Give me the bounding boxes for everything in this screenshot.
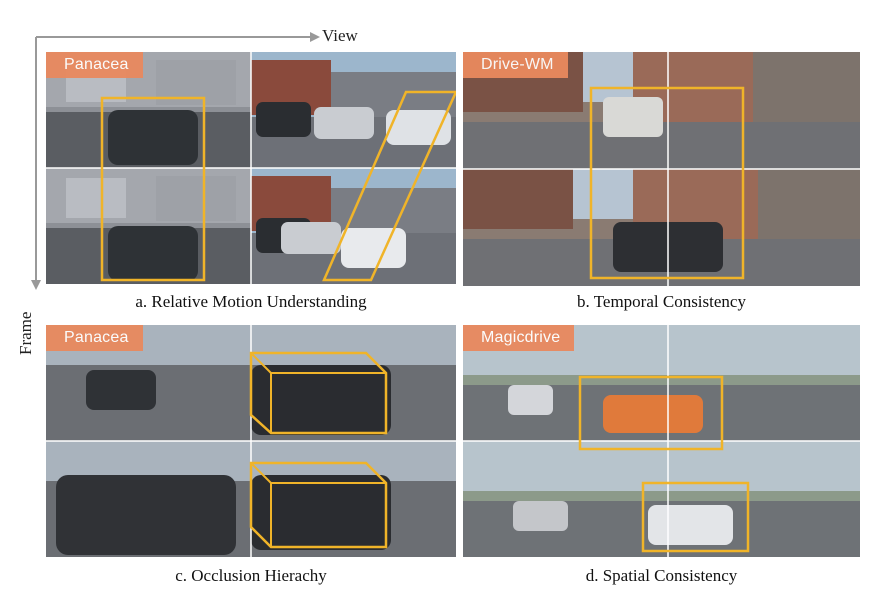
panel-d-scene	[463, 325, 860, 557]
panel-d-tag: Magicdrive	[463, 325, 575, 351]
panel-a-image: Panacea	[46, 52, 456, 284]
panel-c-scene	[46, 325, 456, 557]
panel-b-scene	[463, 52, 860, 286]
panel-b-tag: Drive-WM	[463, 52, 568, 78]
panel-a-caption: a. Relative Motion Understanding	[135, 292, 367, 311]
panel-b-image: Drive-WM	[463, 52, 860, 286]
panel-a-tag: Panacea	[46, 52, 143, 78]
panel-c-caption: c. Occlusion Hierachy	[175, 566, 327, 585]
panel-d-caption: d. Spatial Consistency	[585, 566, 738, 585]
panel-c-image: Panacea	[46, 325, 456, 557]
panel-b-caption: b. Temporal Consistency	[577, 292, 746, 311]
panel-c-tag: Panacea	[46, 325, 143, 351]
panel-d-image: Magicdrive	[463, 325, 860, 557]
view-axis-label: View	[322, 26, 358, 45]
frame-axis-label: Frame	[16, 311, 35, 355]
panel-a-scene	[46, 52, 456, 284]
